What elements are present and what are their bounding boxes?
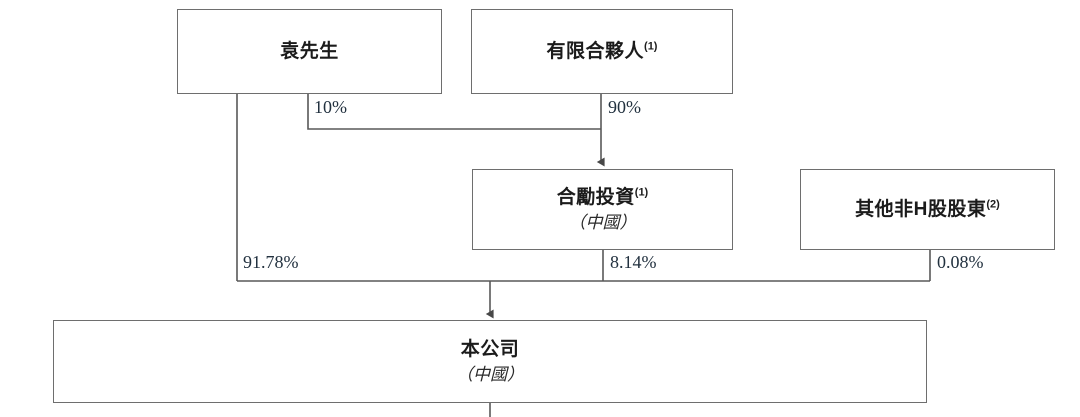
node-the-company[interactable]: 本公司 （中國） [53,320,927,403]
node-heli-investment-footnote: (1) [634,186,649,199]
node-the-company-title: 本公司 [460,338,520,360]
node-other-non-h-shareholders-footnote: (2) [986,198,1000,211]
node-limited-partner-title: 有限合夥人(1) [546,40,658,62]
node-mr-yuan[interactable]: 袁先生 [177,9,442,94]
node-limited-partner[interactable]: 有限合夥人(1) [471,9,733,94]
node-heli-investment[interactable]: 合勵投資(1) （中國） [472,169,733,250]
edge-label-heli-to-company: 8.14% [610,252,657,272]
node-heli-investment-jurisdiction: （中國） [568,213,637,233]
node-the-company-jurisdiction: （中國） [456,365,524,385]
node-limited-partner-footnote: (1) [644,40,658,53]
edge-label-yuan-to-company: 91.78% [243,252,299,272]
node-other-non-h-shareholders[interactable]: 其他非H股股東(2) [800,169,1055,250]
edge-label-others-to-company: 0.08% [937,252,984,272]
edge-label-yuan-to-heli: 10% [314,97,347,117]
node-mr-yuan-title: 袁先生 [280,40,339,62]
edge-label-lp-to-heli: 90% [608,97,641,117]
node-heli-investment-title: 合勵投資(1) [556,186,649,208]
edge-line-yuan-to-heli [307,94,601,130]
node-other-non-h-shareholders-title: 其他非H股股東(2) [855,198,1000,220]
